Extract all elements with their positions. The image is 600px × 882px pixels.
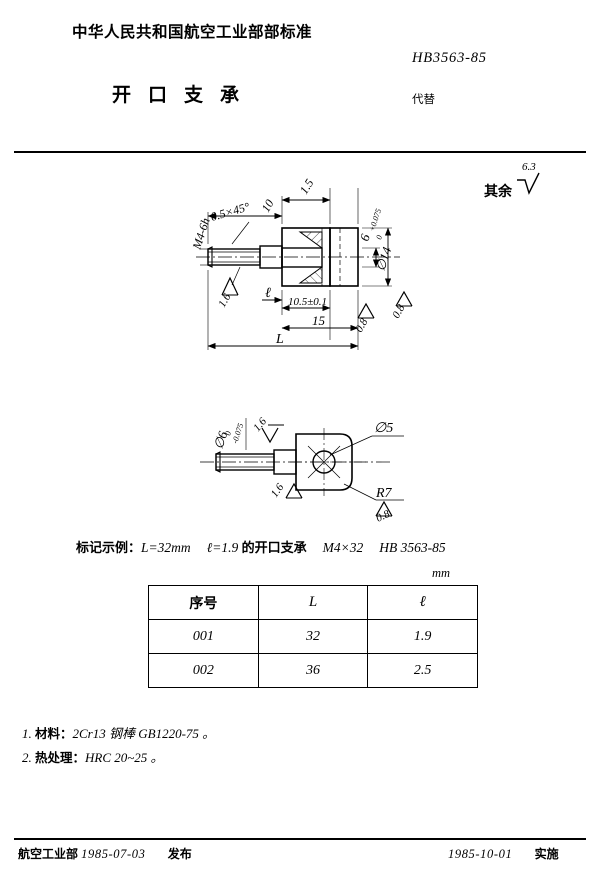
- marking-example-thread: M4×32: [322, 540, 364, 555]
- svg-text:10.5±0.1: 10.5±0.1: [288, 296, 327, 308]
- svg-text:∅14: ∅14: [373, 245, 395, 273]
- svg-text:ℓ: ℓ: [265, 286, 271, 301]
- note-value: HRC 20~25 。: [85, 750, 164, 765]
- table-header-row: 序号 L ℓ: [148, 585, 478, 620]
- notes-block: 1. 材料：2Cr13 钢棒 GB1220-75 。 2. 热处理：HRC 20…: [22, 722, 215, 770]
- svg-text:0: 0: [374, 234, 384, 241]
- dim-dia-14: ∅14: [373, 227, 395, 287]
- callout-r7: R7: [343, 483, 404, 501]
- marking-example-line: 标记示例：L=32mm ℓ=1.9 的开口支承 M4×32 HB 3563-85: [76, 537, 446, 556]
- svg-text:R7: R7: [375, 486, 393, 501]
- footer-right: 1985-10-01 实施: [448, 845, 559, 862]
- svg-text:-0.075: -0.075: [230, 422, 245, 444]
- svg-text:10: 10: [258, 197, 276, 214]
- dim-1-5: 1.5: [281, 176, 331, 204]
- svg-text:L: L: [275, 332, 284, 347]
- general-roughness-label: 其余: [484, 183, 512, 199]
- marking-example-standard: HB 3563-85: [379, 540, 446, 555]
- note-item: 1. 材料：2Cr13 钢棒 GB1220-75 。: [22, 722, 215, 746]
- rough-0-8-mid: 0.8: [353, 302, 375, 335]
- dim-15: 15: [281, 313, 359, 332]
- note-item: 2. 热处理：HRC 20~25 。: [22, 746, 215, 770]
- rough-1-6-front-upper: 1.6: [251, 415, 284, 444]
- table-header-serial: 序号: [148, 585, 259, 620]
- footer-issue-date: 1985-07-03: [81, 847, 146, 861]
- footer-org: 航空工业部: [18, 847, 79, 861]
- issuing-body-title: 中华人民共和国航空工业部部标准: [72, 24, 313, 41]
- rough-1-6-stem: 1.6: [216, 266, 241, 310]
- table-row: 002 36 2.5: [148, 653, 478, 688]
- footer-issue-action: 发布: [167, 847, 192, 861]
- svg-text:1.6: 1.6: [269, 481, 287, 500]
- svg-text:0.5×45°: 0.5×45°: [209, 199, 251, 224]
- table-unit-label: mm: [432, 566, 451, 580]
- rough-0-8-right: 0.8: [390, 290, 413, 321]
- general-roughness-value: 6.3: [522, 161, 536, 173]
- cell-serial: 002: [148, 653, 259, 688]
- bottom-front-view: ∅6 0 -0.075 1.6 1.6 ∅5: [200, 415, 404, 525]
- callout-chamfer: 0.5×45°: [209, 199, 251, 245]
- svg-text:6: 6: [357, 232, 373, 243]
- standard-number: HB3563-85: [412, 50, 487, 66]
- general-roughness-note: 其余 6.3: [484, 161, 541, 201]
- front-head-block: [290, 428, 366, 496]
- callout-thread: M4-6h: [189, 216, 213, 266]
- rough-1-6-front-lower: 1.6: [269, 481, 303, 500]
- svg-text:0.8: 0.8: [374, 508, 392, 525]
- page-title: 开口支承: [112, 85, 257, 106]
- rough-0-8-front: 0.8: [374, 500, 393, 525]
- marking-example-middle: 的开口支承: [241, 540, 307, 555]
- svg-text:0.8: 0.8: [353, 316, 371, 334]
- note-label: 热处理：: [35, 751, 86, 765]
- dim-L: L: [207, 332, 359, 350]
- dim-10-5: 10.5±0.1: [281, 296, 331, 312]
- note-number: 2.: [22, 750, 32, 765]
- footer-effective-action: 实施: [534, 847, 559, 861]
- note-label: 材料：: [35, 727, 73, 741]
- dim-shank-dia-6: ∅6 0 -0.075: [211, 418, 247, 451]
- header-divider-rule: [14, 151, 586, 153]
- svg-text:1.6: 1.6: [216, 291, 234, 309]
- marking-example-spec-l: ℓ=1.9: [206, 540, 239, 555]
- svg-text:0.8: 0.8: [390, 302, 408, 320]
- svg-text:∅6: ∅6: [211, 429, 231, 451]
- footer-left: 航空工业部 1985-07-03 发布: [18, 845, 192, 862]
- footer-effective-date: 1985-10-01: [448, 847, 513, 861]
- marking-example-label: 标记示例：: [76, 540, 142, 555]
- cell-l: 1.9: [367, 619, 478, 654]
- svg-text:1.6: 1.6: [251, 415, 269, 434]
- svg-text:∅5: ∅5: [374, 421, 393, 436]
- note-value: 2Cr13 钢棒 GB1220-75 。: [72, 726, 216, 741]
- cell-L: 32: [257, 619, 369, 654]
- extension-lines: [207, 188, 392, 350]
- cell-L: 36: [257, 653, 369, 688]
- svg-text:+0.075: +0.075: [367, 208, 383, 233]
- cell-serial: 001: [148, 619, 259, 654]
- top-sectional-view: 10 1.5 6 +0.075 0 ∅14: [189, 176, 413, 350]
- svg-text:M4-6h: M4-6h: [189, 216, 213, 252]
- callout-dia-5: ∅5: [329, 421, 404, 456]
- cell-l: 2.5: [367, 653, 478, 688]
- table-header-l: ℓ: [367, 585, 478, 620]
- marking-example-spec-L: L=32mm: [141, 540, 191, 555]
- table-header-L: L: [257, 585, 369, 620]
- svg-text:0: 0: [223, 430, 233, 437]
- replaces-label: 代替: [412, 94, 435, 106]
- table-row: 001 32 1.9: [148, 619, 478, 654]
- svg-text:15: 15: [312, 313, 326, 328]
- dim-small-l: ℓ: [262, 286, 283, 304]
- note-number: 1.: [22, 726, 32, 741]
- head-body: [281, 227, 359, 287]
- surface-finish-icon: 6.3: [515, 161, 541, 201]
- dimension-table: 序号 L ℓ 001 32 1.9 002 36 2.5: [148, 585, 478, 688]
- svg-text:1.5: 1.5: [297, 176, 317, 196]
- footer-divider-rule: [14, 838, 586, 840]
